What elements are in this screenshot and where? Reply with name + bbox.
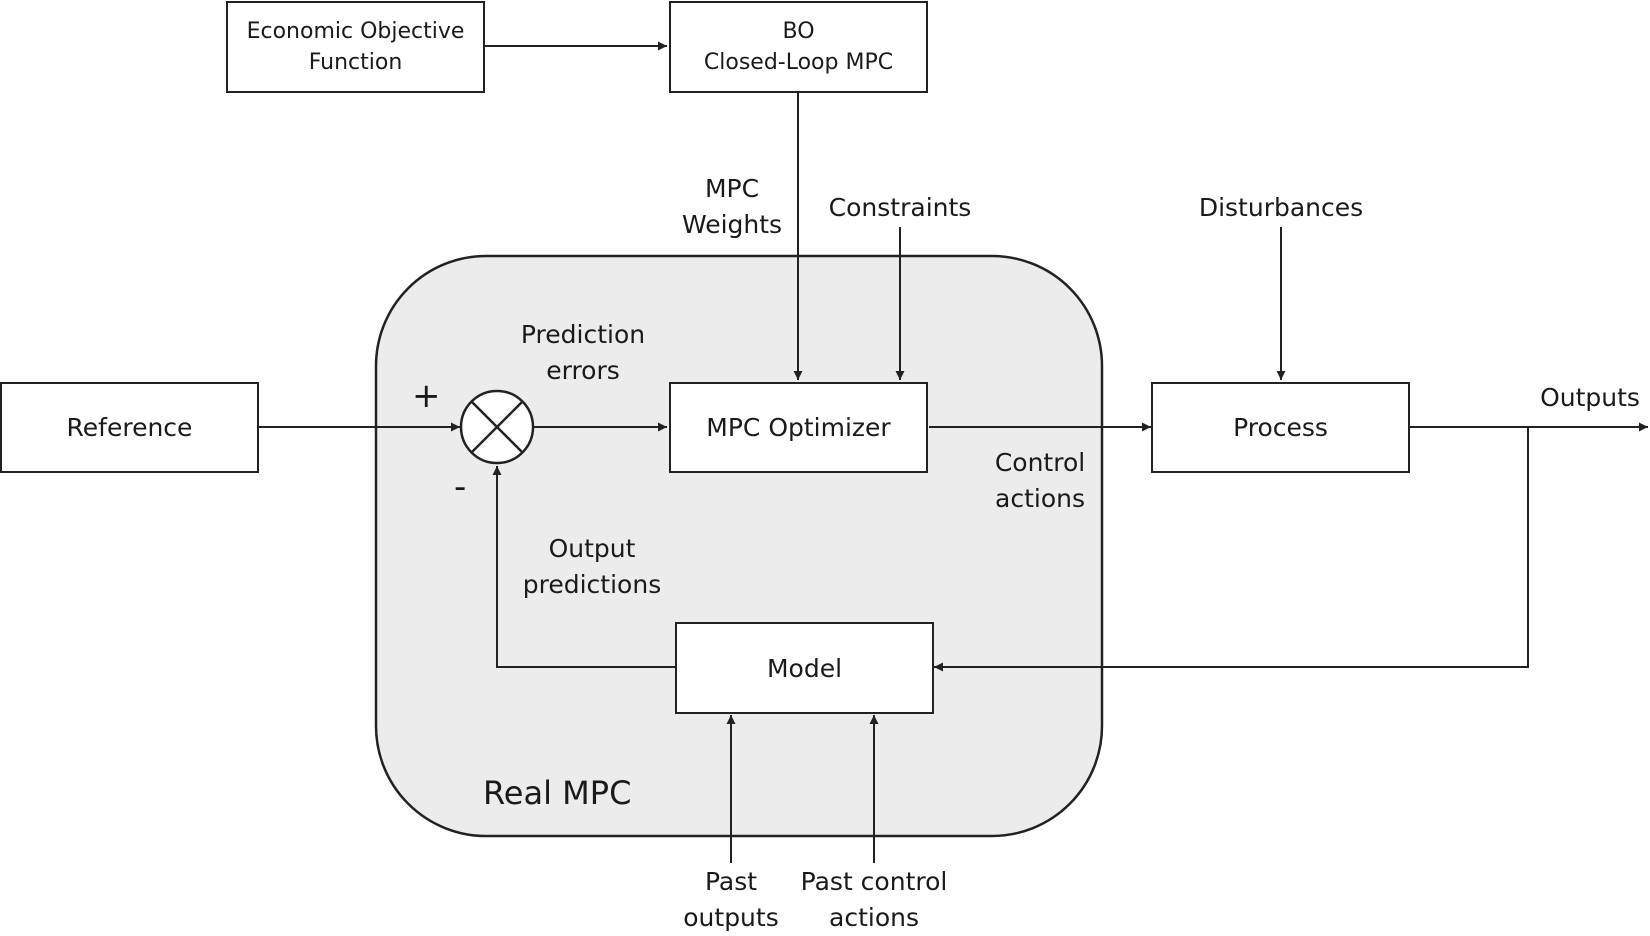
prediction-errors-line1: Prediction bbox=[520, 320, 646, 349]
past-outputs-line2: outputs bbox=[683, 903, 779, 932]
closed-loop-mpc-label: Closed-Loop MPC bbox=[703, 50, 894, 75]
model-label: Model bbox=[766, 653, 843, 683]
disturbances-label: Disturbances bbox=[1198, 193, 1364, 222]
mpc-optimizer-label: MPC Optimizer bbox=[706, 413, 891, 442]
reference-label: Reference bbox=[66, 413, 193, 442]
prediction-errors-label: Prediction errors bbox=[513, 317, 653, 389]
real-mpc-title: Real MPC bbox=[483, 774, 632, 812]
reference-block: Reference bbox=[0, 382, 259, 473]
control-actions-label: Control actions bbox=[980, 445, 1100, 517]
past-control-actions-line1: Past control bbox=[800, 867, 948, 896]
arrow-model-to-junction bbox=[492, 466, 676, 668]
mpc-weights-label: MPC Weights bbox=[672, 171, 792, 243]
economic-objective-block: Economic Objective Function bbox=[226, 1, 485, 93]
bo-label: BO bbox=[782, 19, 815, 44]
output-predictions-label: Output predictions bbox=[512, 531, 672, 603]
model-block: Model bbox=[675, 622, 934, 714]
prediction-errors-line2: errors bbox=[546, 356, 620, 385]
output-predictions-line1: Output bbox=[548, 534, 636, 563]
mpc-weights-line2: Weights bbox=[681, 210, 783, 239]
real-mpc-region bbox=[374, 254, 1104, 838]
past-outputs-label: Past outputs bbox=[671, 864, 791, 936]
process-label: Process bbox=[1233, 413, 1328, 442]
past-control-actions-label: Past control actions bbox=[794, 864, 954, 936]
arrow-outputs-feedback-to-model bbox=[934, 427, 1529, 672]
outputs-label: Outputs bbox=[1540, 383, 1640, 412]
mpc-optimizer-block: MPC Optimizer bbox=[669, 382, 928, 473]
past-outputs-line1: Past bbox=[704, 867, 758, 896]
economic-objective-line2: Function bbox=[308, 50, 403, 75]
mpc-weights-line1: MPC bbox=[704, 174, 760, 203]
past-control-actions-line2: actions bbox=[829, 903, 919, 932]
plus-sign: + bbox=[412, 376, 441, 416]
process-block: Process bbox=[1151, 382, 1410, 473]
output-predictions-line2: predictions bbox=[522, 570, 662, 599]
summing-junction bbox=[459, 389, 535, 465]
control-actions-line1: Control bbox=[994, 448, 1086, 477]
constraints-label: Constraints bbox=[828, 193, 972, 222]
bo-closed-loop-mpc-block: BO Closed-Loop MPC bbox=[669, 1, 928, 93]
minus-sign: - bbox=[454, 467, 467, 507]
control-actions-line2: actions bbox=[995, 484, 1085, 513]
economic-objective-line1: Economic Objective bbox=[246, 19, 465, 44]
